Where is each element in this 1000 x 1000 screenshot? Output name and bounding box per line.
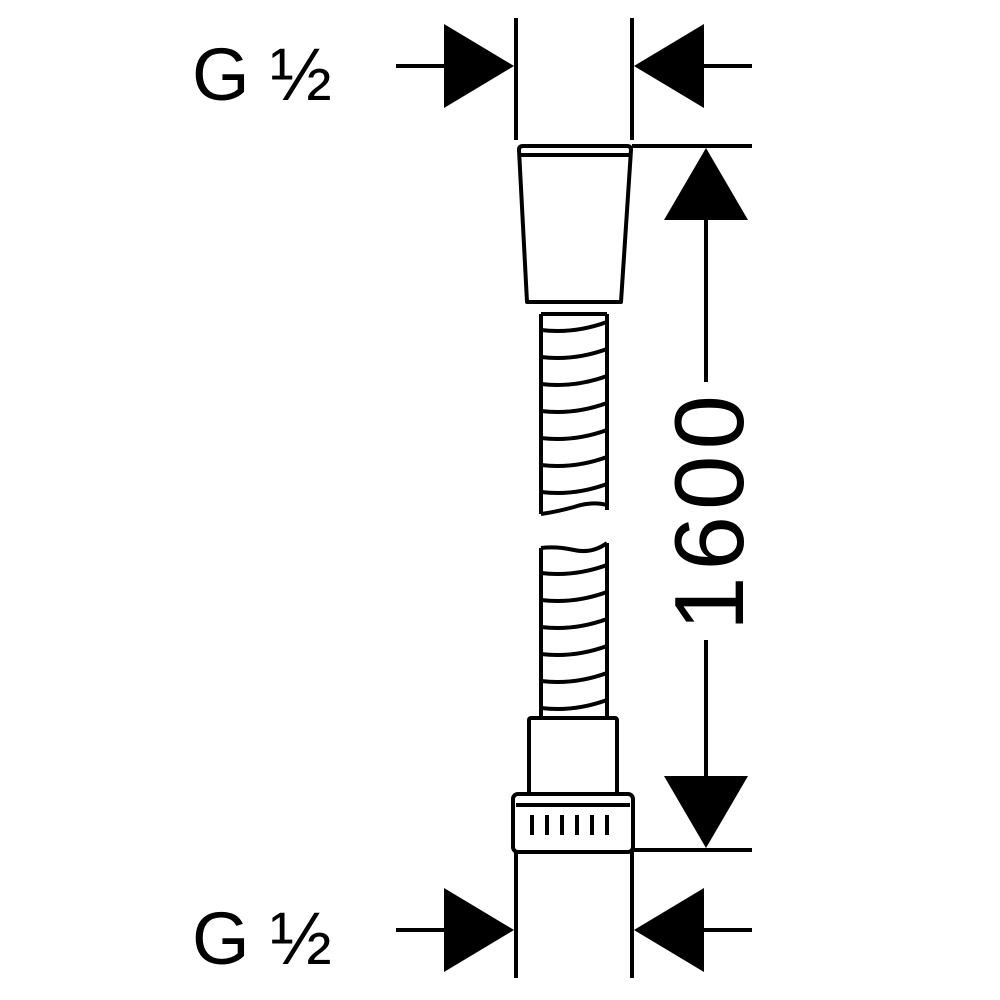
length-dimension: 1600 [632,144,764,852]
top-arrow-left-head-icon [444,24,514,108]
upper-corrugated-section [539,312,609,516]
length-arrow-top-head-icon [664,148,748,220]
top-thread-label: G ½ [192,33,332,116]
bottom-collar [527,716,619,796]
lower-corrugated-section [539,541,609,716]
length-arrow-bottom-head-icon [664,776,748,848]
top-thread-dimension: G ½ [192,18,752,140]
bottom-thread-label: G ½ [192,897,332,980]
hose [511,144,635,854]
bottom-knurled-nut [511,792,635,854]
top-arrow-right-head-icon [634,24,704,108]
bottom-thread-dimension: G ½ [192,852,752,980]
top-conical-nut [517,144,633,304]
length-label: 1600 [654,389,764,631]
bottom-arrow-right-head-icon [634,888,704,972]
bottom-arrow-left-head-icon [444,888,514,972]
upper-break-edge [540,501,608,516]
lower-break-edge [540,541,609,554]
